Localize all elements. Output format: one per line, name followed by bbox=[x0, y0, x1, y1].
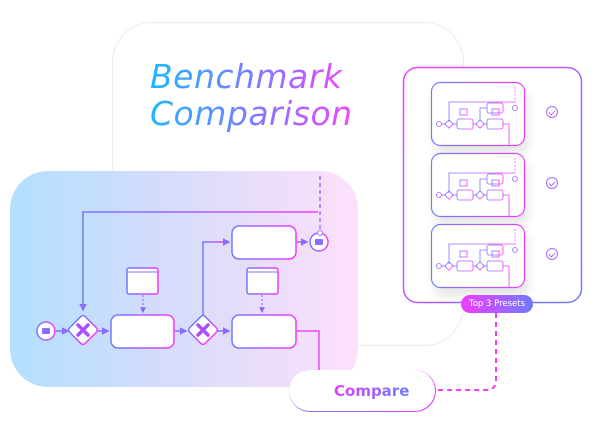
task-1[interactable] bbox=[110, 314, 175, 349]
loop-connector bbox=[79, 211, 318, 312]
preset-mini-diagram bbox=[430, 152, 526, 218]
x-icon bbox=[196, 323, 210, 337]
compare-button-label[interactable]: Compare bbox=[334, 382, 410, 400]
database-2 bbox=[246, 267, 279, 295]
compare-button[interactable] bbox=[289, 370, 435, 411]
compare-connector bbox=[297, 330, 320, 372]
workflow-panel bbox=[10, 171, 358, 387]
task-2[interactable] bbox=[231, 314, 297, 349]
presets-compare-connector bbox=[436, 313, 497, 391]
preset-mini-diagram bbox=[430, 223, 526, 289]
task-3[interactable] bbox=[231, 225, 297, 260]
envelope-icon bbox=[42, 328, 50, 334]
check-circle-icon bbox=[546, 248, 558, 260]
check-circle-icon bbox=[546, 106, 558, 118]
check-circle-icon bbox=[546, 177, 558, 189]
envelope-icon bbox=[315, 239, 323, 245]
database-1 bbox=[126, 267, 159, 295]
top-presets-badge: Top 3 Presets bbox=[461, 295, 533, 313]
workflow-diagram bbox=[36, 176, 329, 372]
preset-mini-diagram bbox=[430, 81, 526, 147]
x-icon bbox=[76, 323, 90, 337]
